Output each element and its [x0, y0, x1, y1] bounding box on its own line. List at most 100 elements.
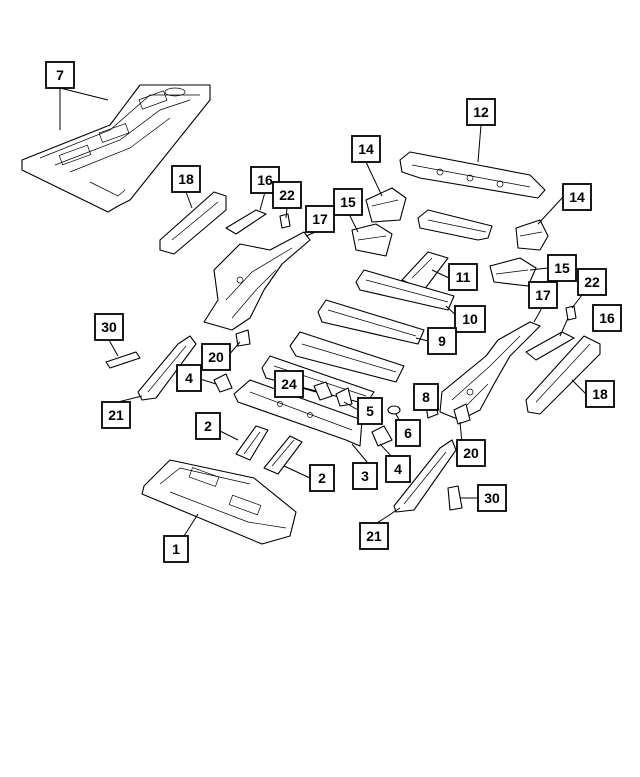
svg-text:15: 15: [340, 194, 356, 210]
svg-text:15: 15: [554, 260, 570, 276]
part-2-rail-right: [263, 435, 303, 475]
callout-11: 11: [448, 263, 478, 291]
part-14-bracket-right: [515, 219, 549, 251]
part-10-crossmember: [355, 269, 455, 311]
svg-text:20: 20: [208, 349, 224, 365]
svg-text:8: 8: [422, 389, 430, 405]
svg-text:2: 2: [318, 470, 326, 486]
part-15-bracket-left: [351, 223, 393, 257]
svg-text:14: 14: [358, 141, 374, 157]
part-1-front-floor-pan: [141, 459, 297, 545]
callout-12: 12: [466, 98, 496, 126]
part-3-crossmember: [233, 379, 363, 447]
svg-text:11: 11: [456, 269, 471, 285]
callout-4: 4: [385, 455, 411, 483]
svg-text:21: 21: [108, 407, 124, 423]
callout-14: 14: [562, 183, 592, 211]
part-16-pad-right: [525, 331, 575, 361]
part-6-plug: [387, 405, 401, 415]
svg-text:3: 3: [361, 468, 369, 484]
part-14-bracket-left: [365, 187, 407, 223]
svg-text:17: 17: [312, 211, 328, 227]
svg-text:22: 22: [584, 274, 600, 290]
part-22-clip-right: [565, 305, 577, 321]
callout-labels: 7 12 14 14 15 15 16 16 17 17 18 18 22 22…: [45, 61, 622, 563]
part-9-crossmember: [317, 299, 425, 345]
svg-text:10: 10: [462, 311, 478, 327]
part-crossmember-lower: [289, 331, 405, 383]
callout-20: 20: [456, 439, 486, 467]
part-24-bracket: [313, 381, 333, 401]
part-15-bracket-right: [489, 257, 537, 287]
callout-6: 6: [395, 419, 421, 447]
callout-21: 21: [101, 401, 131, 429]
callout-3: 3: [352, 462, 378, 490]
part-30-plate-right: [447, 485, 463, 511]
callout-2: 2: [309, 464, 335, 492]
callout-7: 7: [45, 61, 75, 89]
callout-22: 22: [577, 268, 607, 296]
callout-9: 9: [427, 327, 457, 355]
callout-17: 17: [528, 281, 558, 309]
callout-18: 18: [171, 165, 201, 193]
svg-text:22: 22: [279, 187, 295, 203]
callout-17: 17: [305, 205, 335, 233]
svg-text:14: 14: [569, 189, 585, 205]
callout-20: 20: [201, 343, 231, 371]
callout-10: 10: [454, 305, 486, 333]
svg-text:2: 2: [204, 418, 212, 434]
callout-16: 16: [592, 304, 622, 332]
part-5-bracket: [335, 387, 353, 407]
svg-text:18: 18: [178, 171, 194, 187]
svg-text:21: 21: [366, 528, 382, 544]
callout-30: 30: [477, 484, 507, 512]
part-4-bracket-right: [371, 425, 393, 447]
callout-14: 14: [351, 135, 381, 163]
callout-30: 30: [94, 313, 124, 341]
svg-text:17: 17: [535, 287, 551, 303]
svg-text:16: 16: [257, 172, 273, 188]
svg-text:4: 4: [185, 370, 193, 386]
svg-text:30: 30: [101, 319, 117, 335]
svg-text:20: 20: [463, 445, 479, 461]
svg-text:4: 4: [394, 461, 402, 477]
callout-24: 24: [274, 370, 304, 398]
part-21-rocker-right: [393, 439, 457, 513]
callout-8: 8: [413, 383, 439, 411]
part-18-side-rail-right: [525, 335, 601, 415]
svg-text:9: 9: [438, 333, 446, 349]
callout-15: 15: [333, 188, 363, 216]
svg-text:18: 18: [592, 386, 608, 402]
leader-lines: [59, 87, 587, 537]
svg-text:16: 16: [599, 310, 615, 326]
part-21-rocker-left: [137, 335, 197, 401]
callout-15: 15: [547, 254, 577, 282]
part-17-frame-rail-left: [203, 231, 311, 331]
part-30-plate-left: [105, 351, 141, 369]
part-2-rail-left: [235, 425, 269, 461]
callout-5: 5: [357, 397, 383, 425]
callout-4: 4: [176, 364, 202, 392]
svg-text:30: 30: [484, 490, 500, 506]
callout-1: 1: [163, 535, 189, 563]
svg-text:12: 12: [473, 104, 489, 120]
svg-text:5: 5: [366, 403, 374, 419]
part-12-rear-crossmember: [399, 151, 546, 199]
svg-text:6: 6: [404, 425, 412, 441]
part-22-clip-left: [279, 213, 291, 229]
callout-22: 22: [272, 181, 302, 209]
part-17-frame-rail-right: [439, 321, 541, 421]
part-16-pad-left: [225, 209, 267, 235]
part-drawings: [21, 84, 601, 545]
part-7-floor-pan: [21, 84, 211, 213]
part-upper-crossmember: [417, 209, 493, 241]
callout-2: 2: [195, 412, 221, 440]
part-20-bracket-right: [453, 403, 471, 425]
callout-21: 21: [359, 522, 389, 550]
svg-text:1: 1: [172, 541, 180, 557]
part-4-bracket-left: [213, 373, 233, 393]
svg-text:24: 24: [281, 376, 297, 392]
part-18-side-rail-left: [159, 191, 227, 255]
callout-18: 18: [585, 380, 615, 408]
